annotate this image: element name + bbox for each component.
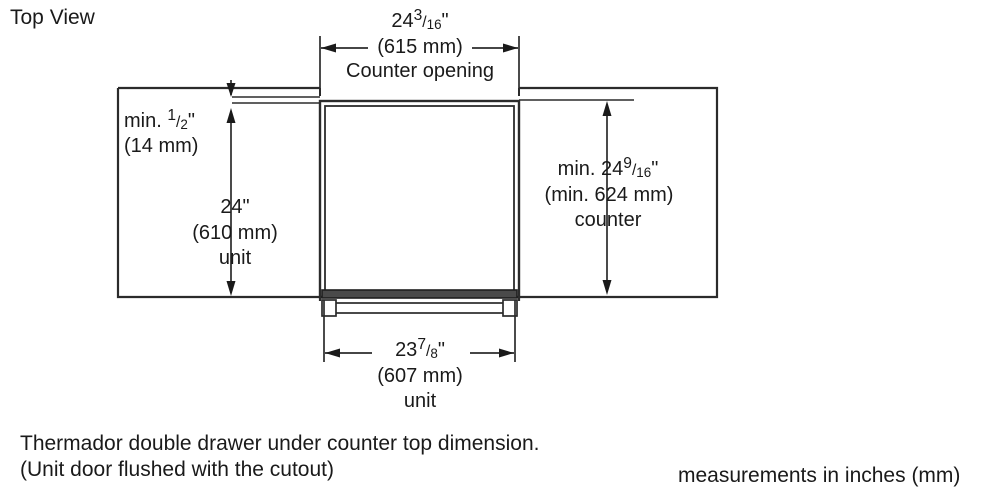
measurement-note: measurements in inches (mm) <box>678 464 961 487</box>
min-gap-inch-symbol: " <box>187 110 195 132</box>
dimension-unit-width-arrowheads <box>325 348 514 358</box>
counter-depth-numerator: 9 <box>623 155 632 173</box>
min-gap-prefix: min. <box>124 110 162 132</box>
counter-depth-metric: (min. 624 mm) <box>544 184 674 206</box>
dimension-counter-opening-arrowheads <box>321 43 518 53</box>
counter-depth-fraction: 9/16 <box>623 155 652 180</box>
min-gap-denominator: 2 <box>180 116 188 132</box>
unit-width-denominator: 8 <box>430 345 438 361</box>
unit-body-inner <box>324 105 515 293</box>
drawer-handle <box>321 299 518 317</box>
unit-depth-label: unit <box>218 247 252 269</box>
unit-width-inches: 23 <box>395 339 418 361</box>
note-line-1: Thermador double drawer under counter to… <box>20 432 540 455</box>
min-gap-fraction: 1/2 <box>167 107 188 132</box>
counter-depth-inches: 24 <box>601 158 624 180</box>
fraction-slash: / <box>422 14 427 31</box>
counter-opening-label: Counter opening <box>346 60 494 82</box>
counter-opening-inch-symbol: " <box>441 10 449 32</box>
page-title: Top View <box>10 6 95 29</box>
unit-side-walls <box>318 297 521 301</box>
dimension-unit-depth-arrowheads <box>226 108 236 296</box>
counter-front-edge-left <box>232 96 320 104</box>
fraction-slash: / <box>176 114 181 131</box>
unit-width-fraction: 7/8 <box>417 336 438 361</box>
counter-outline <box>116 86 719 299</box>
counter-depth-value: min. 249/16" <box>523 155 693 181</box>
counter-depth-prefix: min. <box>557 158 596 180</box>
counter-depth-inch-symbol: " <box>651 158 659 180</box>
unit-depth-metric: (610 mm) <box>192 222 278 244</box>
unit-width-inch-symbol: " <box>437 339 445 361</box>
counter-opening-inches: 24 <box>391 10 414 32</box>
unit-width-value: 237/8" <box>330 336 510 362</box>
note-line-2: (Unit door flushed with the cutout) <box>20 458 334 481</box>
fraction-slash: / <box>426 343 431 360</box>
counter-opening-metric: (615 mm) <box>377 36 463 58</box>
min-gap-value: min. 1/2" <box>124 107 239 133</box>
unit-width-numerator: 7 <box>417 336 426 354</box>
min-gap-metric: (14 mm) <box>124 135 199 157</box>
counter-depth-denominator: 16 <box>636 164 652 180</box>
counter-opening-denominator: 16 <box>426 16 442 32</box>
counter-opening-edges <box>319 88 520 96</box>
counter-opening-numerator: 3 <box>413 7 423 25</box>
counter-opening-fraction: 3/16 <box>414 7 442 32</box>
counter-opening-value: 243/16" <box>322 7 518 33</box>
min-gap-numerator: 1 <box>167 107 177 125</box>
unit-width-metric: (607 mm) <box>377 365 463 387</box>
unit-body-outer <box>318 99 521 299</box>
unit-width-label: unit <box>403 390 437 412</box>
drawer-door-front <box>321 289 518 299</box>
unit-depth-value: 24" <box>220 196 250 218</box>
dimension-min-gap-arrowhead <box>226 83 236 97</box>
fraction-slash: / <box>631 162 637 179</box>
counter-depth-label: counter <box>574 209 642 231</box>
dimension-counter-depth-arrowheads <box>602 101 612 295</box>
